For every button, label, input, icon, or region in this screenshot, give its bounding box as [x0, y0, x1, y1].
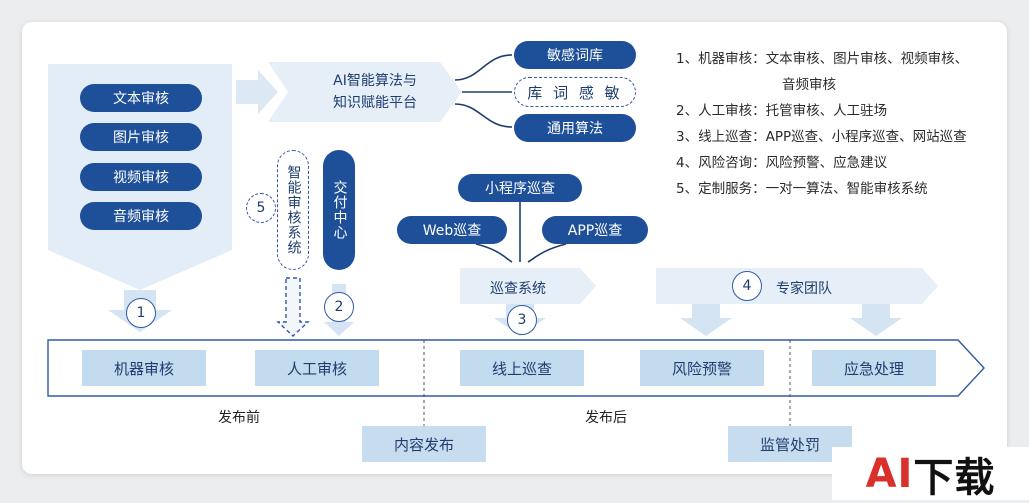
stage-risk-warning: 风险预警 — [640, 350, 764, 386]
to-platform-arrow — [236, 70, 278, 114]
patrol-system-label: 巡查系统 — [490, 281, 546, 297]
watermark-download: 下载 — [913, 454, 996, 501]
pill-sensitive-lexicon: 敏感词库 — [514, 41, 636, 69]
delivery-center-node: 交付中心 — [323, 150, 355, 270]
arrow-5 — [276, 277, 310, 337]
pill-web-patrol: Web巡查 — [397, 216, 507, 244]
legend-item-1-cont: 音频审核 — [782, 77, 836, 93]
pill-text-review: 文本审核 — [80, 84, 202, 112]
pill-image-review: 图片审核 — [80, 123, 202, 151]
watermark-ai: AI — [865, 450, 914, 497]
pill-video-review: 视频审核 — [80, 163, 202, 191]
pill-audio-review: 音频审核 — [80, 202, 202, 230]
legend-item-2: 2、人工审核：托管审核、人工驻场 — [676, 103, 888, 119]
step-4-circle: 4 — [732, 271, 762, 301]
pill-mini-program-patrol: 小程序巡查 — [458, 174, 582, 202]
platform-shape — [268, 62, 462, 122]
ai-platform-line2: 知识赋能平台 — [333, 95, 417, 111]
legend-item-1: 1、机器审核：文本审核、图片审核、视频审核、 — [676, 51, 969, 67]
service-legend: 1、机器审核：文本审核、图片审核、视频审核、 音频审核 2、人工审核：托管审核、… — [676, 46, 968, 202]
step-1-circle: 1 — [126, 298, 156, 328]
smart-review-system-node: 智能审核系统 — [277, 150, 309, 270]
stage-online-patrol: 线上巡查 — [460, 350, 584, 386]
patrol-line-left — [475, 243, 513, 263]
pill-app-patrol: APP巡查 — [542, 216, 648, 244]
delivery-center-label: 交付中心 — [331, 180, 348, 240]
expert-shape — [656, 268, 938, 304]
stage-machine-review: 机器审核 — [82, 350, 206, 386]
arrow-4b — [850, 304, 902, 336]
pill-lexicon-dashed: 库 词 感 敏 — [514, 77, 636, 107]
content-publish-box: 内容发布 — [362, 426, 486, 462]
ai-platform-line1: AI智能算法与 — [333, 73, 417, 89]
pill-general-algorithm: 通用算法 — [514, 114, 636, 142]
phase-after-label: 发布后 — [585, 410, 627, 426]
smart-review-system-label: 智能审核系统 — [285, 165, 302, 255]
stage-manual-review: 人工审核 — [255, 350, 379, 386]
expert-team-label: 专家团队 — [776, 281, 832, 297]
patrol-line-right — [527, 243, 567, 263]
legend-item-5: 5、定制服务：一对一算法、智能审核系统 — [676, 181, 928, 197]
step-2-circle: 2 — [324, 292, 354, 322]
step-3-circle: 3 — [507, 305, 537, 335]
curve-bot — [454, 103, 513, 128]
supervision-penalty-box: 监管处罚 — [728, 426, 852, 462]
stage-emergency-handling: 应急处理 — [812, 350, 936, 386]
curve-top — [454, 54, 513, 81]
patrol-system-shape — [460, 268, 596, 304]
ai-platform-label: AI智能算法与 知识赋能平台 — [300, 70, 450, 114]
step-5-circle: 5 — [246, 193, 276, 223]
legend-item-4: 4、风险咨询：风险预警、应急建议 — [676, 155, 888, 171]
legend-item-3: 3、线上巡查：APP巡查、小程序巡查、网站巡查 — [676, 129, 967, 145]
phase-before-label: 发布前 — [218, 410, 260, 426]
arrow-4a — [680, 304, 732, 336]
